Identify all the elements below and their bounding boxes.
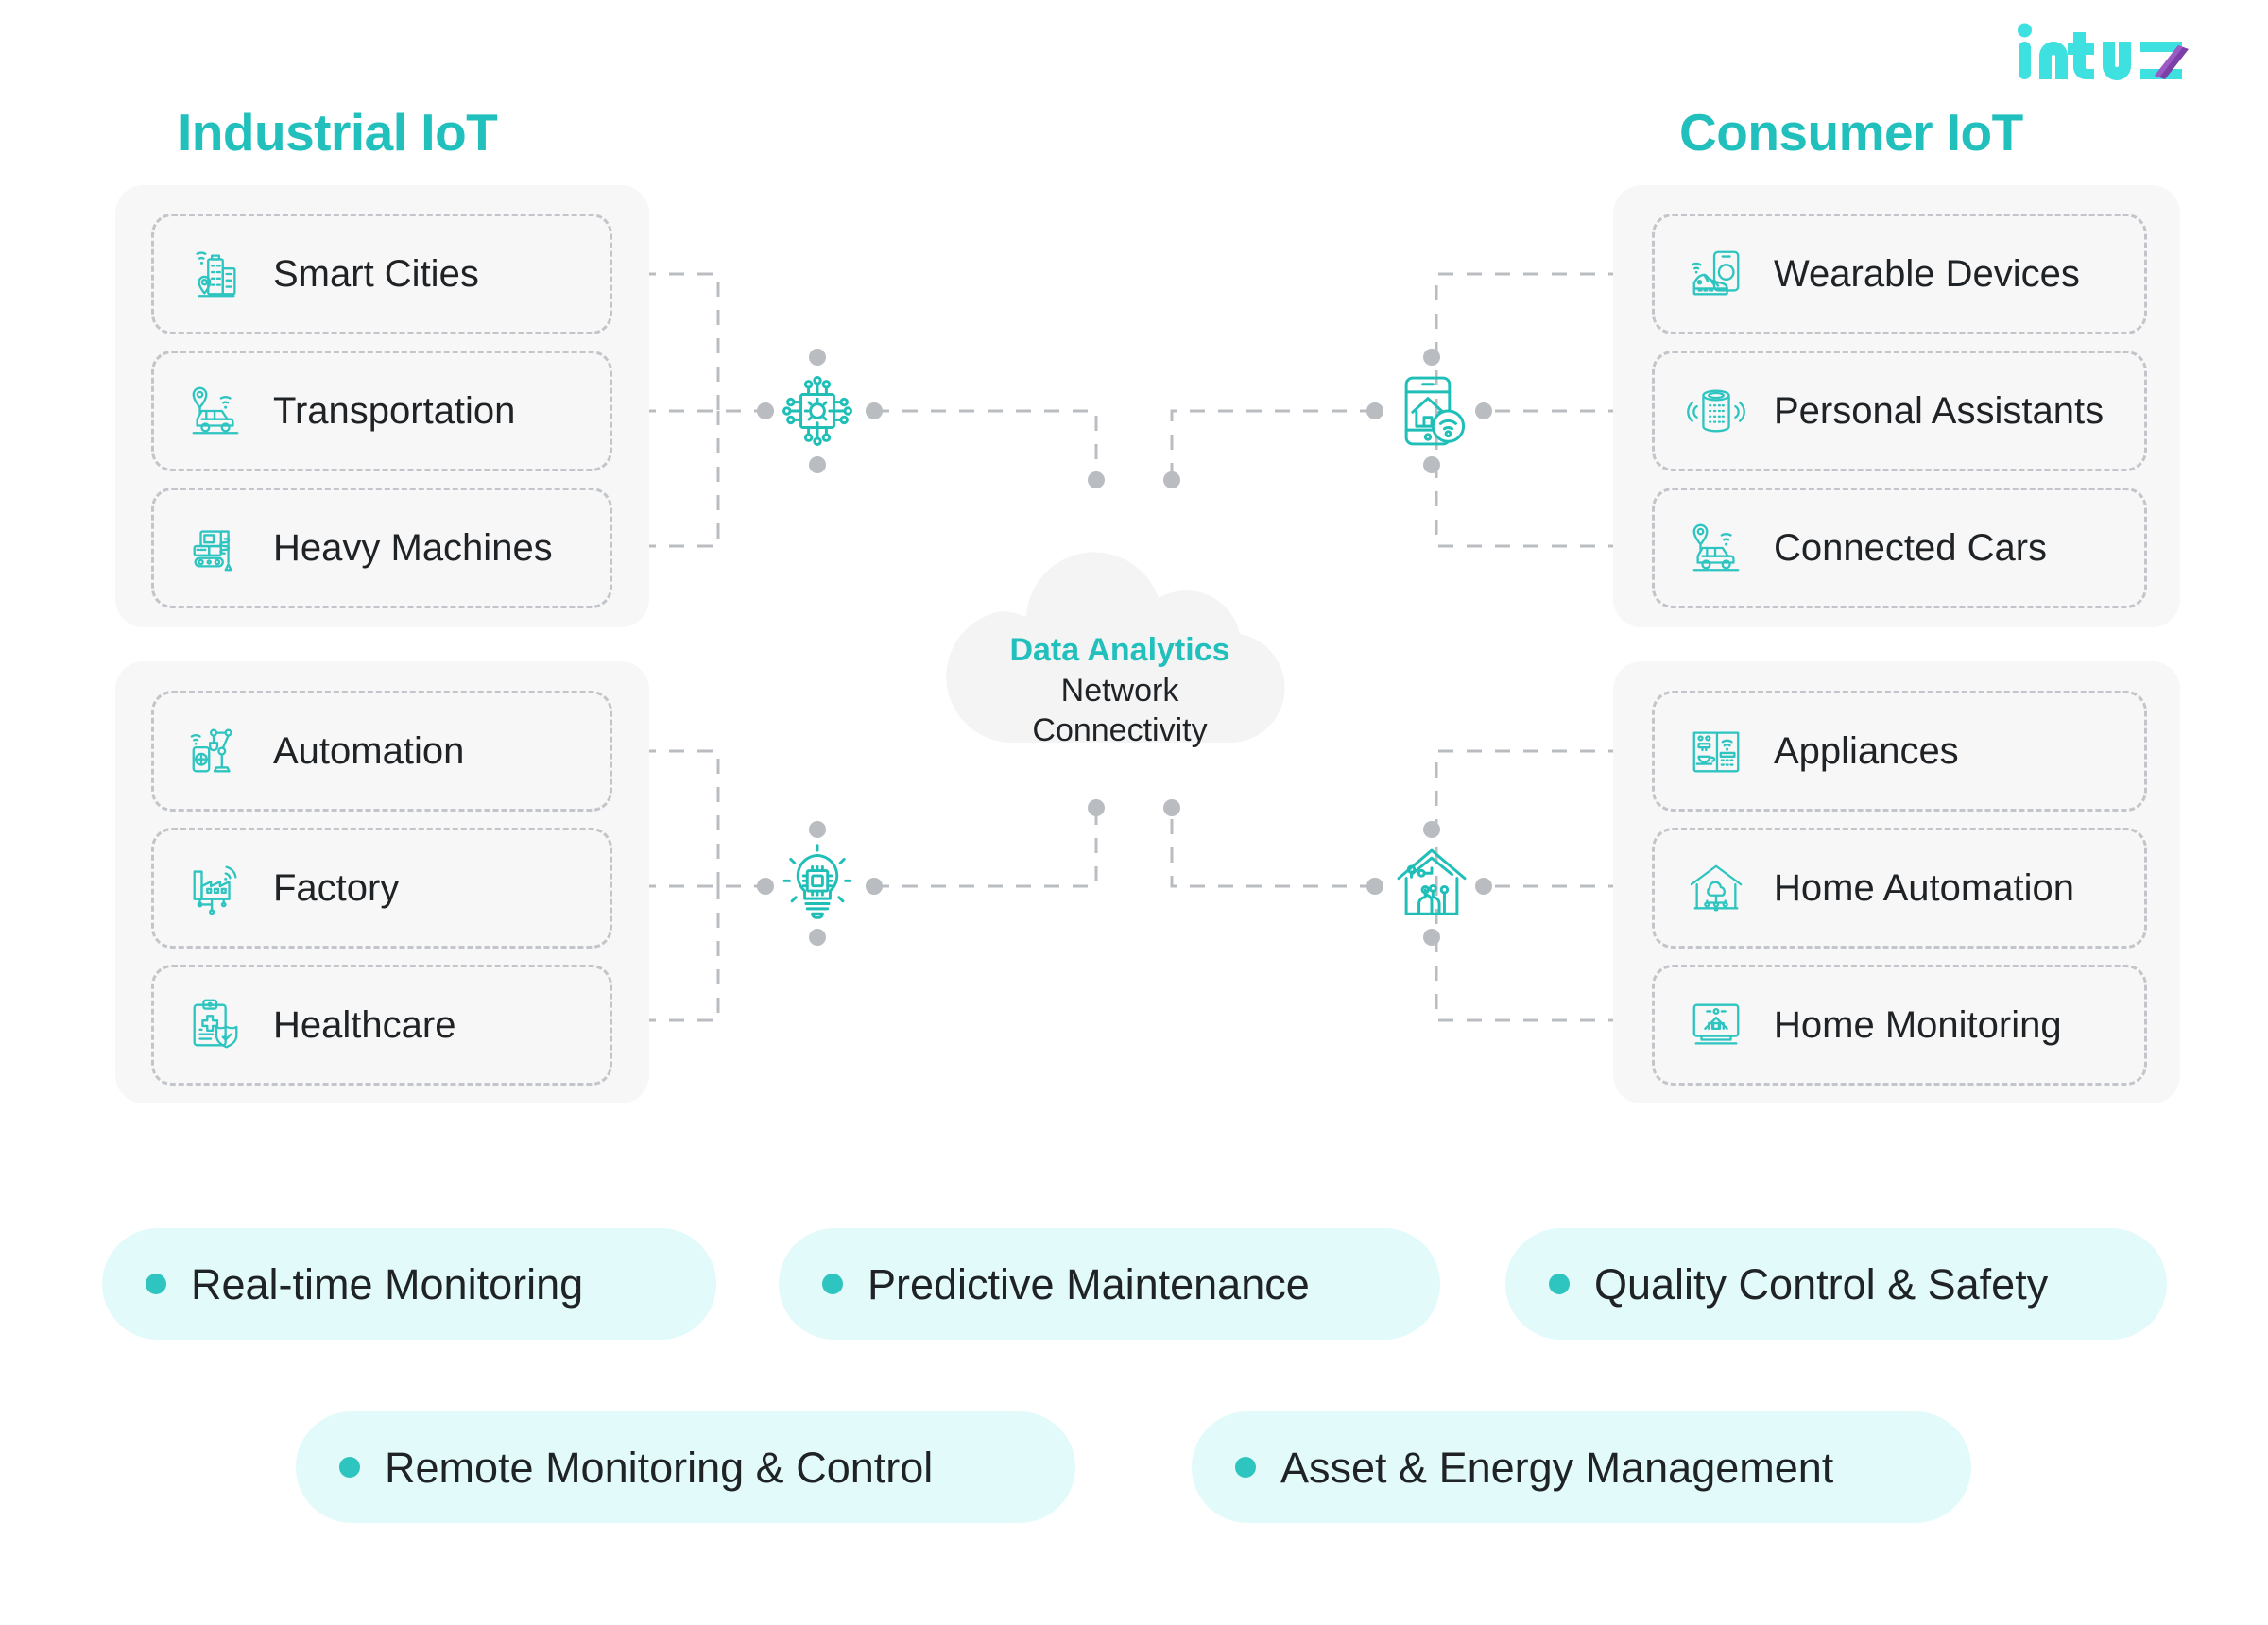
home-monitoring-icon: [1692, 1003, 1740, 1045]
bullet-dot-icon: [822, 1274, 843, 1294]
item-label: Home Automation: [1774, 867, 2074, 909]
bullet-dot-icon: [1549, 1274, 1570, 1294]
item-healthcare[interactable]: Healthcare: [151, 965, 612, 1086]
cloud-text-block: Data Analytics Network Connectivity: [907, 630, 1332, 751]
pill-label: Predictive Maintenance: [868, 1259, 1310, 1309]
panel-consumer-bottom: [1613, 661, 2180, 1103]
item-label: Healthcare: [273, 1004, 456, 1046]
pill-label: Asset & Energy Management: [1280, 1443, 1834, 1492]
bullet-dot-icon: [1235, 1457, 1256, 1478]
item-personal-assistants[interactable]: Personal Assistants: [1652, 351, 2147, 471]
pill-remote-monitoring-control[interactable]: Remote Monitoring & Control: [296, 1411, 1075, 1523]
section-title-consumer: Consumer IoT: [1679, 103, 2023, 162]
pill-label: Real-time Monitoring: [191, 1259, 584, 1309]
item-label: Wearable Devices: [1774, 253, 2080, 295]
pill-real-time-monitoring[interactable]: Real-time Monitoring: [102, 1228, 716, 1340]
medical-clipboard-icon: [193, 999, 238, 1049]
cloud-line-data-analytics: Data Analytics: [1009, 632, 1230, 668]
item-connected-cars[interactable]: Connected Cars: [1652, 488, 2147, 608]
smart-city-icon: [196, 251, 236, 298]
connected-car-icon: [192, 386, 239, 435]
center-cloud: Data Analytics Network Connectivity: [907, 524, 1332, 775]
smartphone-home-wifi-icon: [1404, 376, 1466, 446]
connected-car-icon: [1692, 523, 1740, 572]
pill-label: Remote Monitoring & Control: [385, 1443, 934, 1492]
item-smart-cities[interactable]: Smart Cities: [151, 214, 612, 334]
cloud-line-network: Network: [1060, 672, 1179, 709]
item-label: Transportation: [273, 390, 516, 432]
pill-label: Quality Control & Safety: [1594, 1259, 2049, 1309]
cloud-line-connectivity: Connectivity: [1032, 712, 1208, 748]
pill-quality-control-safety[interactable]: Quality Control & Safety: [1505, 1228, 2167, 1340]
bullet-dot-icon: [339, 1457, 360, 1478]
item-label: Personal Assistants: [1774, 390, 2105, 432]
item-home-automation[interactable]: Home Automation: [1652, 828, 2147, 949]
item-automation[interactable]: Automation: [151, 691, 612, 812]
coffee-machine-wifi-icon: [1692, 731, 1740, 773]
item-label: Connected Cars: [1774, 527, 2048, 569]
pill-asset-energy-management[interactable]: Asset & Energy Management: [1192, 1411, 1971, 1523]
factory-wifi-icon: [193, 865, 237, 915]
pill-predictive-maintenance[interactable]: Predictive Maintenance: [779, 1228, 1440, 1340]
house-cloud-network-icon: [1690, 864, 1743, 912]
smart-speaker-icon: [1687, 389, 1745, 433]
section-title-industrial: Industrial IoT: [178, 103, 498, 162]
item-appliances[interactable]: Appliances: [1652, 691, 2147, 812]
item-label: Automation: [273, 730, 465, 772]
microchip-gear-icon: [782, 376, 852, 446]
lightbulb-chip-icon: [782, 844, 852, 919]
item-factory[interactable]: Factory: [151, 828, 612, 949]
item-label: Heavy Machines: [273, 527, 553, 569]
item-label: Factory: [273, 867, 400, 909]
wearable-shoe-phone-icon: [1691, 250, 1740, 296]
intuz-logo: [2018, 23, 2189, 80]
smart-house-circuit-icon: [1397, 848, 1467, 915]
item-label: Smart Cities: [273, 253, 479, 295]
item-transportation[interactable]: Transportation: [151, 351, 612, 471]
panel-industrial-bottom: [115, 661, 649, 1103]
robot-arm-icon: [190, 728, 232, 773]
item-home-monitoring[interactable]: Home Monitoring: [1652, 965, 2147, 1086]
cloud-shape: [946, 552, 1285, 743]
bullet-dot-icon: [146, 1274, 166, 1294]
item-heavy-machines[interactable]: Heavy Machines: [151, 488, 612, 608]
item-wearable-devices[interactable]: Wearable Devices: [1652, 214, 2147, 334]
item-label: Home Monitoring: [1774, 1004, 2062, 1046]
excavator-icon: [193, 530, 232, 572]
item-label: Appliances: [1774, 730, 1959, 772]
